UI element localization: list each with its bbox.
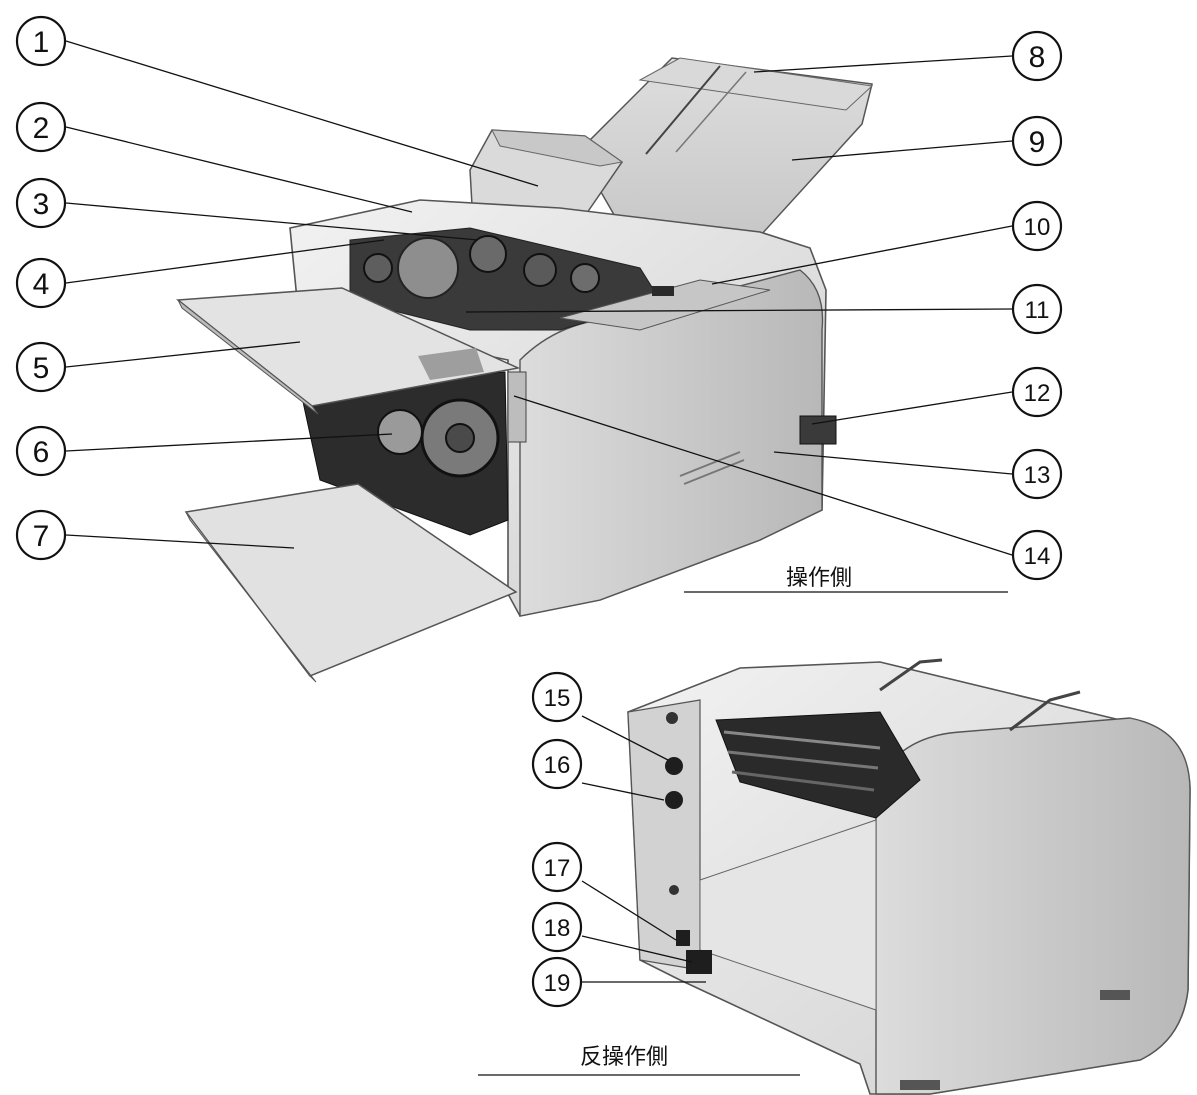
callout-17-number: 17 (544, 855, 571, 882)
leader-lines (65, 40, 1013, 983)
callout-3: 3 (15, 177, 67, 229)
power-switch (676, 930, 690, 946)
callout-11: 11 (1011, 283, 1063, 335)
callout-6-number: 6 (33, 436, 50, 469)
callouts-front: 1 2 3 4 5 6 7 8 (15, 15, 1063, 581)
callout-14: 14 (1011, 529, 1063, 581)
callout-15-number: 15 (544, 685, 571, 712)
callout-19: 19 (531, 956, 583, 1008)
callout-19-number: 19 (544, 970, 571, 997)
feed-tray-top (638, 57, 874, 111)
non-operation-side-label: 反操作側 (580, 1045, 668, 1070)
callout-8: 8 (1011, 30, 1063, 82)
operation-side-label: 操作側 (786, 566, 852, 591)
callout-3-number: 3 (33, 188, 50, 221)
callout-1: 1 (15, 15, 67, 67)
callout-5: 5 (15, 341, 67, 393)
callout-10: 10 (1011, 200, 1063, 252)
callout-7-number: 7 (33, 520, 50, 553)
side-knob (799, 415, 837, 445)
back-machine-illustration (627, 658, 1191, 1095)
knob-16 (665, 791, 683, 809)
callout-4: 4 (15, 257, 67, 309)
callout-13-number: 13 (1024, 462, 1051, 489)
callout-9-number: 9 (1029, 126, 1046, 159)
knob-15 (665, 757, 683, 775)
back-side-plate (627, 699, 701, 971)
callout-16-number: 16 (544, 752, 571, 779)
callout-5-number: 5 (33, 352, 50, 385)
callout-12: 12 (1011, 366, 1063, 418)
callout-18-number: 18 (544, 915, 571, 942)
callout-11-number: 11 (1025, 297, 1050, 324)
callout-16: 16 (531, 738, 583, 790)
operation-side-label-group: 操作側 (684, 566, 1008, 593)
callout-18: 18 (531, 901, 583, 953)
callout-2-number: 2 (33, 112, 50, 145)
non-operation-side-label-group: 反操作側 (478, 1045, 800, 1076)
callout-4-number: 4 (33, 268, 50, 301)
front-machine-illustration (176, 57, 874, 683)
callout-6: 6 (15, 425, 67, 477)
callout-13: 13 (1011, 448, 1063, 500)
callout-7: 7 (15, 509, 67, 561)
callouts-back: 15 16 17 18 19 (531, 671, 583, 1008)
callout-10-number: 10 (1024, 214, 1051, 241)
callout-9: 9 (1011, 115, 1063, 167)
callout-12-number: 12 (1024, 380, 1051, 407)
callout-1-number: 1 (33, 26, 50, 59)
callout-2: 2 (15, 101, 67, 153)
callout-17: 17 (531, 841, 583, 893)
callout-8-number: 8 (1029, 41, 1046, 74)
callout-14-number: 14 (1024, 543, 1051, 570)
callout-15: 15 (531, 671, 583, 723)
